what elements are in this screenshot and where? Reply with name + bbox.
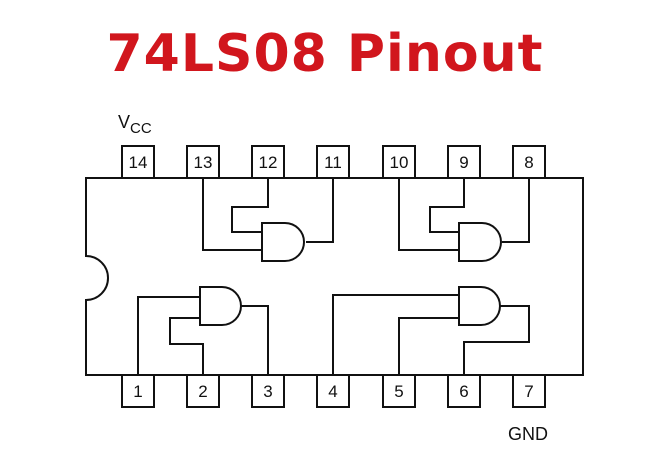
pin-8-box	[512, 145, 546, 179]
bottom-pin-row	[121, 374, 546, 408]
gate-4-and-symbol	[261, 222, 305, 262]
vcc-main: V	[118, 112, 130, 132]
vcc-label: VCC	[118, 112, 152, 137]
chip-body	[85, 177, 584, 376]
gate-2-and-symbol	[458, 286, 501, 326]
gate-1-wire-pin-1	[137, 296, 200, 375]
pin-5-box	[382, 374, 416, 408]
pin-11-label: 11	[324, 153, 342, 172]
page-title: 74LS08 Pinout	[106, 24, 544, 84]
pin-12-box	[251, 145, 285, 179]
and-gate-4	[202, 178, 334, 262]
gate-2-wire-pin-4	[332, 294, 459, 375]
pin-13-box	[186, 145, 220, 179]
pin-5-label: 5	[394, 382, 403, 401]
and-gate-3	[398, 178, 530, 262]
and-gate-1	[137, 286, 269, 375]
pin-6-box	[447, 374, 481, 408]
pin-4-box	[316, 374, 350, 408]
pin-3-label: 3	[263, 382, 272, 401]
pin-6-label: 6	[459, 382, 468, 401]
gate-4-wire-pin-12	[231, 178, 269, 233]
gate-4-wire-pin-13	[202, 178, 262, 251]
gate-1-and-symbol	[199, 286, 242, 326]
pin-10-label: 10	[390, 153, 409, 172]
pin-1-label: 1	[133, 382, 142, 401]
vcc-subscript: CC	[130, 120, 152, 137]
pin-4-label: 4	[328, 382, 337, 401]
gate-3-wire-pin-8	[502, 178, 530, 243]
top-pin-row	[121, 145, 546, 179]
gate-2-wire-pin-5	[398, 317, 459, 375]
gate-3-wire-pin-9	[429, 178, 465, 233]
pin-13-label: 13	[194, 153, 213, 172]
pin-2-box	[186, 374, 220, 408]
pin-14-box	[121, 145, 155, 179]
gnd-label: GND	[508, 424, 548, 444]
gate-3-wire-pin-10	[398, 178, 459, 251]
gate-4-wire-pin-11	[306, 178, 334, 243]
pin-7-label: 7	[524, 382, 533, 401]
gate-1-wire-pin-3	[241, 305, 269, 375]
pin-2-label: 2	[198, 382, 207, 401]
gate-1-wire-pin-2	[169, 317, 204, 375]
gate-2-wire-pin-6	[463, 305, 530, 375]
pin-7-box	[512, 374, 546, 408]
pin-8-label: 8	[524, 153, 533, 172]
pin-14-label: 14	[129, 153, 148, 172]
pin-12-label: 12	[259, 153, 278, 172]
pin-9-label: 9	[459, 153, 468, 172]
and-gate-2	[332, 286, 530, 375]
gate-3-and-symbol	[458, 222, 502, 262]
